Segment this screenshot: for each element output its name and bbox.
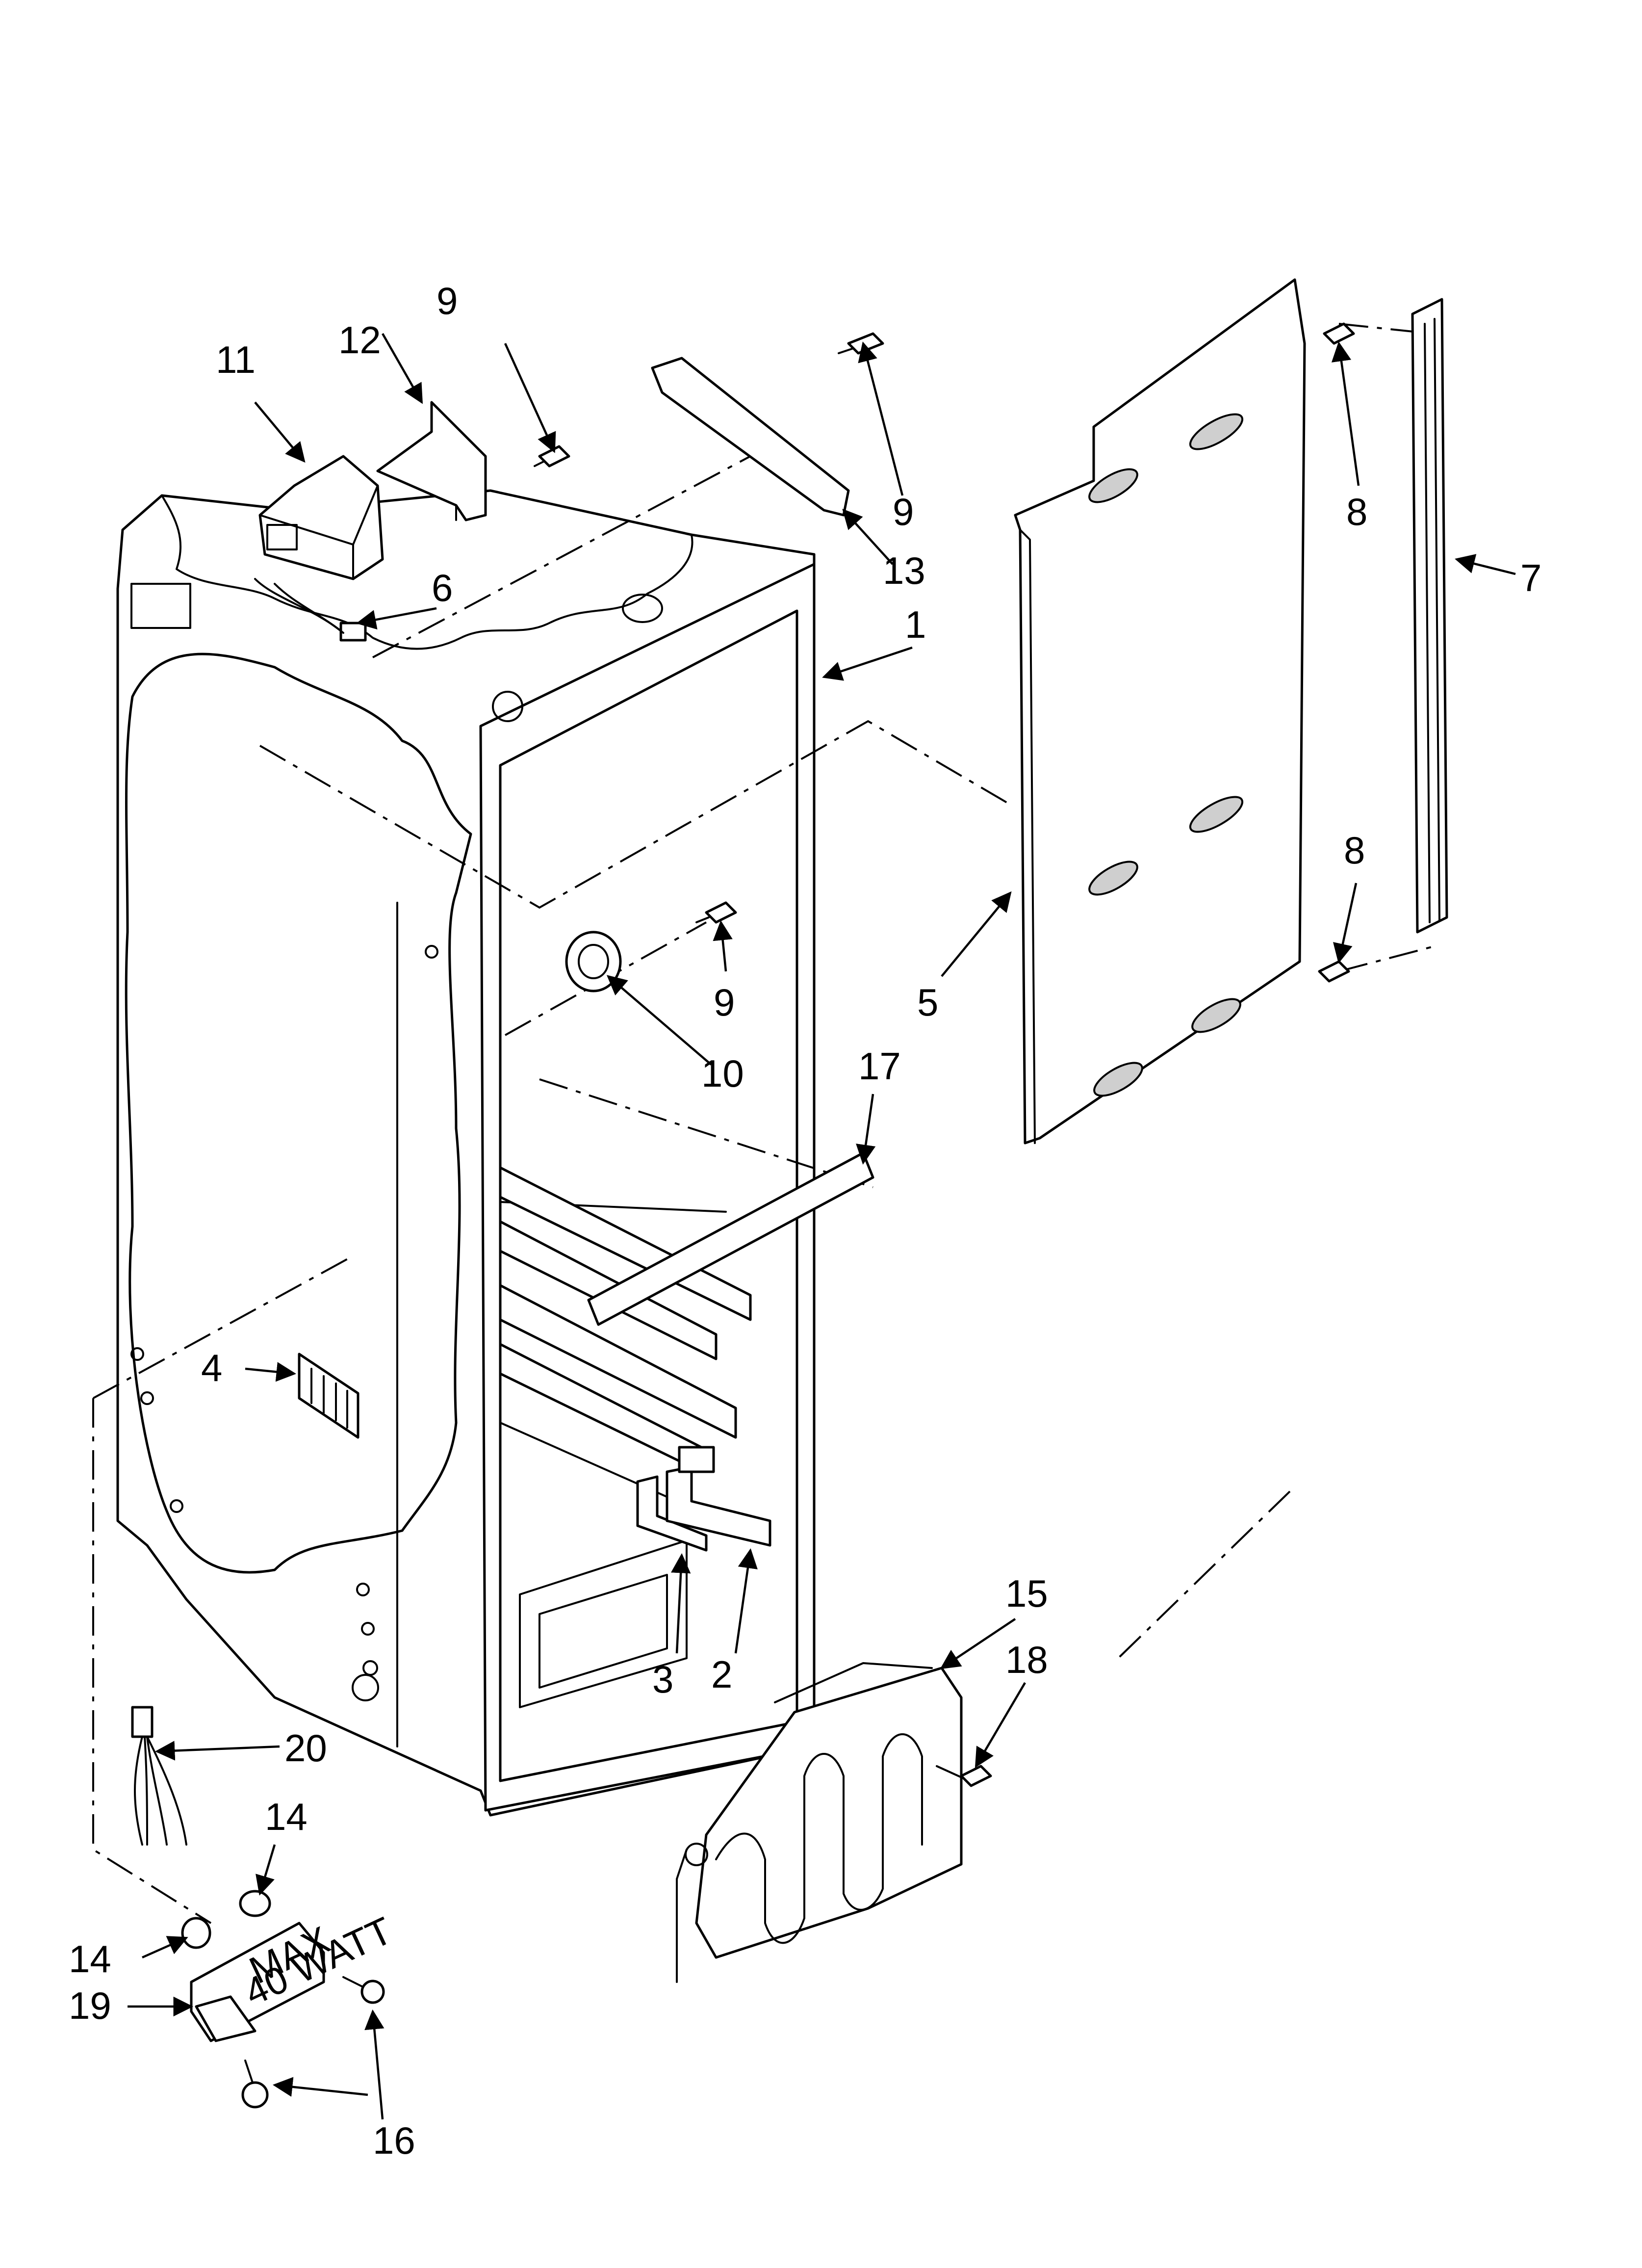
top-channel-part-13 (651, 357, 850, 517)
light-socket-part-19: MAX 40 WATT (190, 1908, 399, 2042)
callout-5: 5 (917, 981, 938, 1024)
callout-19: 19 (69, 1984, 111, 2027)
wire-connector-part-6 (274, 583, 344, 634)
callout-17: 17 (858, 1044, 901, 1088)
screw-8-top (1323, 322, 1355, 345)
callout-labels: 1 2 3 4 5 6 7 8 8 9 9 9 10 11 12 13 14 1… (69, 279, 1541, 2162)
grille-part-4 (298, 1353, 359, 1439)
leader-arrows (128, 333, 1516, 2120)
round-vent-part-10 (565, 931, 622, 992)
rear-panel-part-5 (1014, 278, 1306, 1145)
callout-14-left: 14 (69, 1937, 111, 1981)
callout-20: 20 (284, 1726, 327, 1770)
callout-8-top: 8 (1346, 490, 1367, 533)
wire-harness-part-20 (131, 1706, 187, 1846)
bracket-part-12 (376, 401, 487, 521)
callout-4: 4 (201, 1346, 222, 1389)
callout-1: 1 (905, 603, 926, 646)
push-pin-part-16-right (342, 1976, 385, 2004)
callout-11: 11 (216, 338, 256, 381)
callout-7: 7 (1520, 556, 1541, 600)
screw-18 (936, 1765, 992, 1787)
screw-9-upper-right (838, 332, 884, 355)
evaporator-coil-part-15 (676, 1662, 963, 1983)
callout-10: 10 (701, 1052, 744, 1095)
push-pin-part-16-bottom (241, 2059, 269, 2109)
clip-part-14-lower (181, 1917, 211, 1949)
callout-9-middle: 9 (714, 981, 735, 1024)
screw-9-top (534, 445, 570, 468)
callout-3: 3 (652, 1658, 673, 1701)
rail-part-7 (1411, 298, 1448, 934)
callout-9-upper-right: 9 (893, 490, 914, 533)
screw-9-middle (695, 901, 737, 924)
callout-13: 13 (883, 549, 925, 592)
callout-16: 16 (373, 2119, 415, 2162)
screw-8-bottom (1318, 960, 1350, 983)
clip-part-14-upper (239, 1890, 271, 1917)
cabinet-liner (116, 489, 816, 1817)
callout-15: 15 (1005, 1572, 1048, 1615)
shelf-bar-part-17 (587, 1151, 874, 1326)
callout-14-top: 14 (265, 1795, 308, 1838)
callout-9-top: 9 (436, 279, 458, 322)
control-housing-part-11 (254, 455, 384, 642)
callout-2: 2 (711, 1653, 732, 1696)
callout-6: 6 (432, 566, 453, 609)
callout-18: 18 (1005, 1638, 1048, 1681)
callout-12: 12 (338, 318, 381, 362)
callout-8-bottom: 8 (1344, 829, 1365, 872)
